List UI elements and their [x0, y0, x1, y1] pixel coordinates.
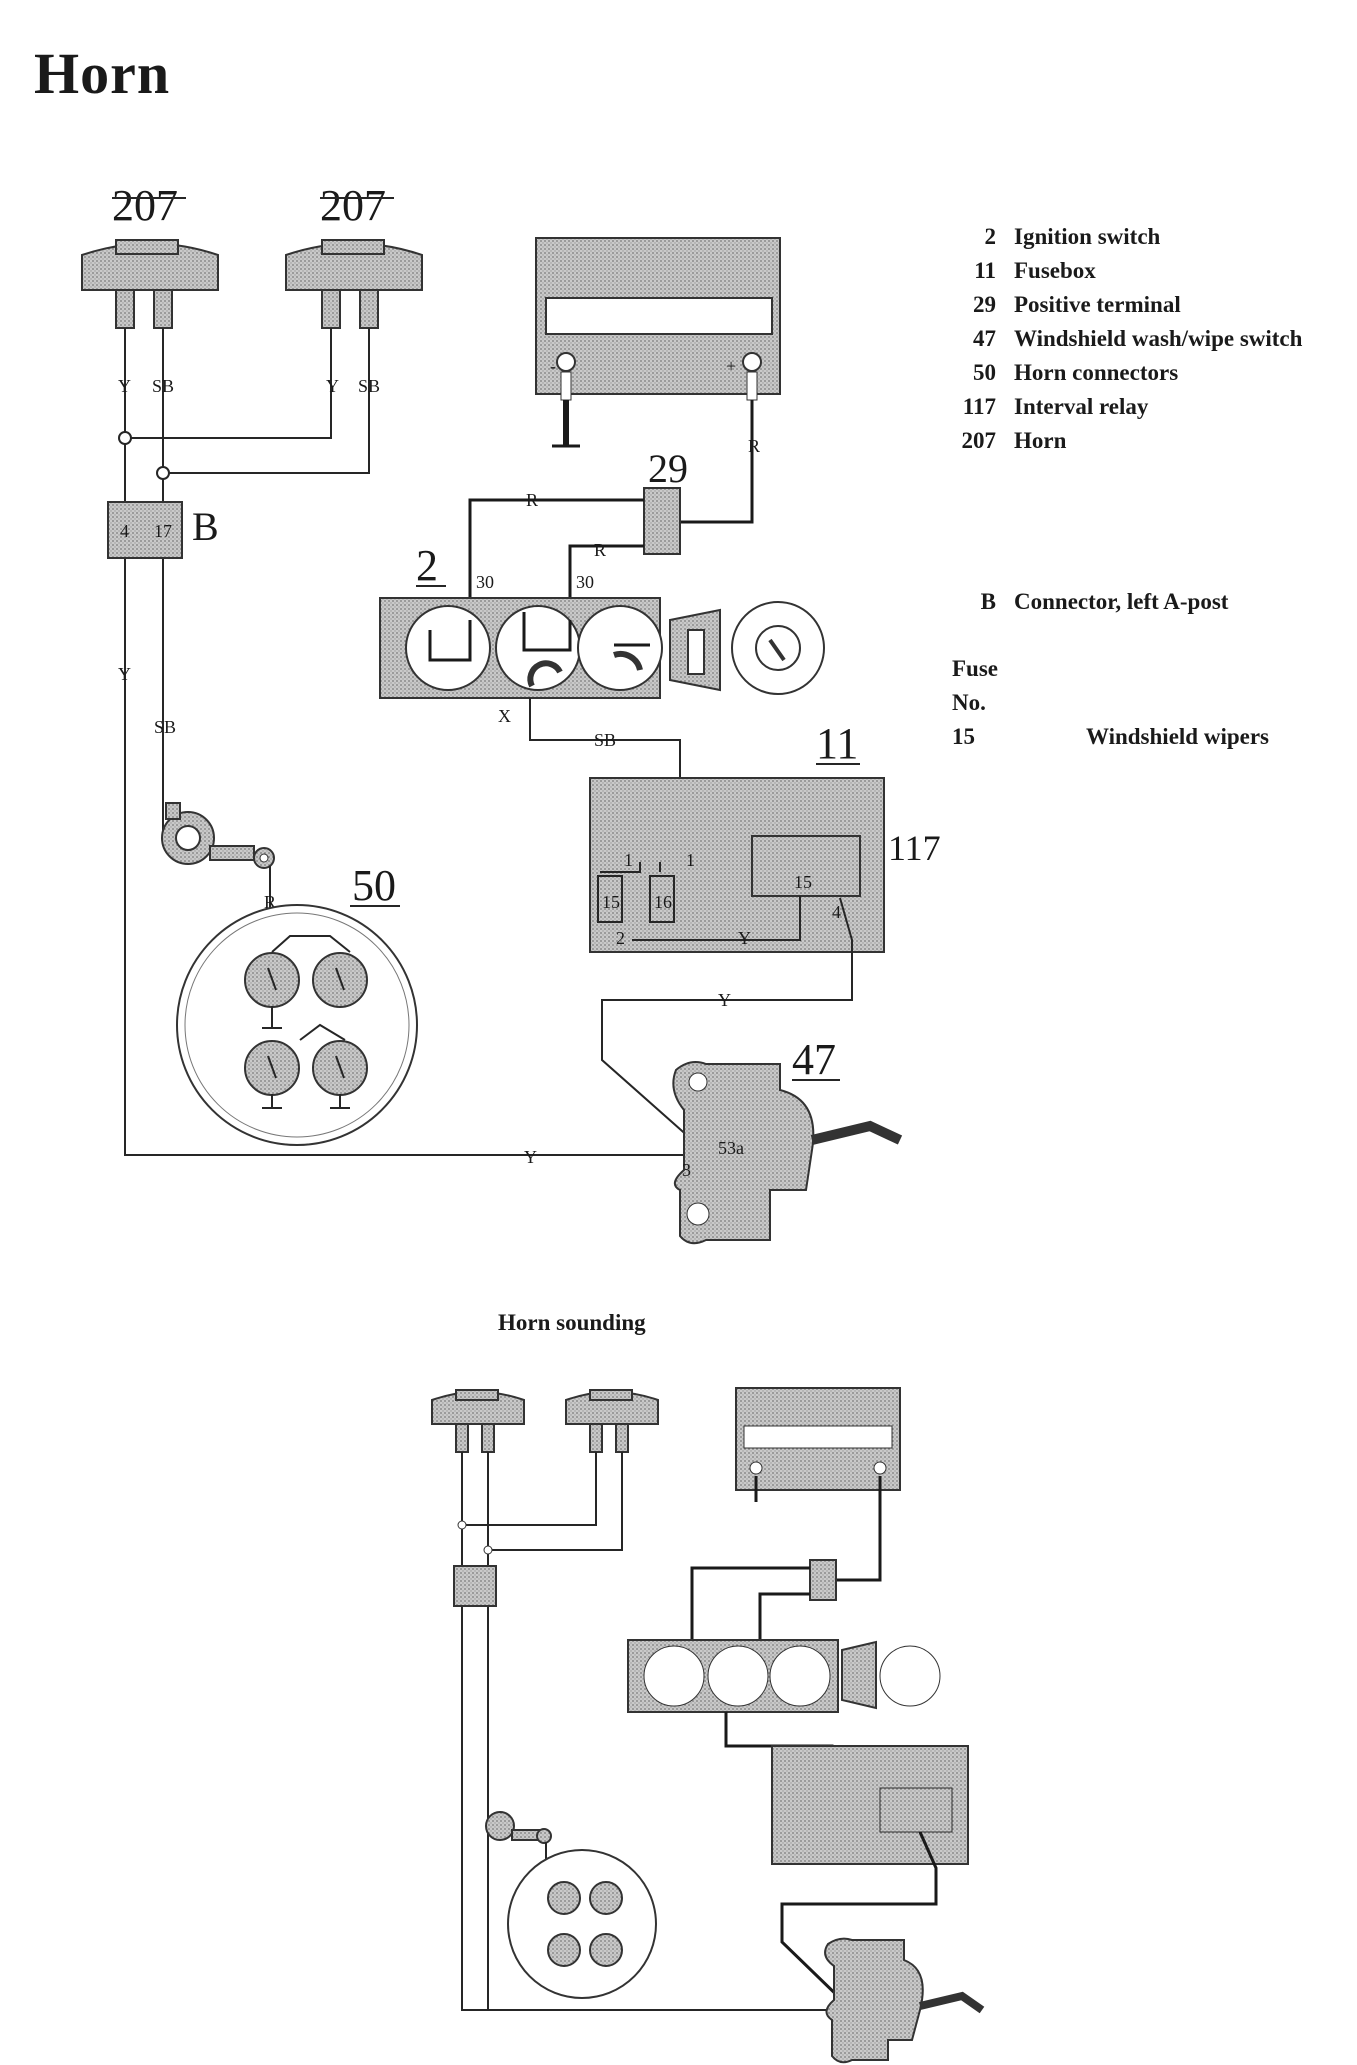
legend-num: 47	[973, 326, 996, 351]
connector-b	[107, 501, 183, 559]
fuse-pin: 1	[624, 850, 633, 870]
horn-207-left	[81, 239, 219, 329]
fuse-pin: 1	[686, 850, 695, 870]
relay-pin: 15	[794, 872, 812, 892]
fusebox-11-label: 11	[816, 719, 858, 768]
ignition-switch-2	[379, 597, 825, 699]
terminal-x: X	[498, 706, 511, 726]
horn-207-right	[285, 239, 423, 329]
pin-label: 4	[120, 521, 129, 541]
wire-label-r: R	[748, 436, 760, 456]
horn-207-left-label: 207	[112, 181, 178, 230]
pin-label: 17	[154, 521, 172, 541]
legend-label: Horn	[1014, 428, 1067, 453]
legend-label: Horn connectors	[1014, 360, 1179, 385]
wire-y-horn2	[125, 328, 332, 439]
wire-label-sb: SB	[358, 376, 380, 396]
legend-label: Ignition switch	[1014, 224, 1161, 249]
wire-label-y: Y	[118, 376, 131, 396]
terminal-30: 30	[576, 572, 594, 592]
wire-label-y: Y	[326, 376, 339, 396]
legend-label: Fusebox	[1014, 258, 1096, 283]
legend-num: 11	[974, 258, 996, 283]
fusebox-11	[589, 777, 885, 953]
switch-47-label: 47	[792, 1035, 836, 1084]
fuse-pin: 15	[602, 892, 620, 912]
connector-label: Connector, left A-post	[1014, 589, 1229, 614]
junction-dot	[156, 466, 170, 480]
junction-dot	[118, 431, 132, 445]
battery	[535, 237, 781, 401]
wire-label-sb: SB	[594, 730, 616, 750]
horn-207-right-label: 207	[320, 181, 386, 230]
legend-label: Positive terminal	[1014, 292, 1181, 317]
wire-r-battery	[680, 400, 754, 524]
fuse-heading-1: Fuse	[952, 656, 998, 681]
wire-label-y: Y	[524, 1147, 537, 1167]
connector-num: B	[980, 589, 996, 614]
wire-r-30b	[568, 544, 644, 598]
fuse-heading-2: No.	[952, 690, 986, 715]
relay-pin: 4	[832, 902, 841, 922]
page-title: Horn	[34, 41, 171, 106]
wire-label-sb: SB	[152, 376, 174, 396]
wire-y-fuse	[632, 896, 801, 941]
battery-plus: +	[726, 356, 736, 376]
fuse-pin: 16	[654, 892, 672, 912]
legend-num: 117	[962, 394, 996, 419]
terminal-3: 3	[682, 1160, 691, 1180]
fuse-pin: 2	[616, 928, 625, 948]
positive-terminal-29-label: 29	[648, 446, 688, 491]
wire-label-y: Y	[118, 664, 131, 684]
ignition-switch-2-label: 2	[416, 541, 438, 590]
positive-terminal-29	[643, 487, 681, 555]
legend-num: 2	[984, 224, 997, 249]
horn-connectors-50	[176, 904, 418, 1146]
fuse-label: Windshield wipers	[1086, 724, 1269, 749]
terminal-30: 30	[476, 572, 494, 592]
terminal-53a: 53a	[718, 1138, 744, 1158]
wire-label-r: R	[594, 540, 606, 560]
connector-b-label: B	[192, 504, 219, 549]
legend-label: Interval relay	[1014, 394, 1149, 419]
legend-num: 50	[973, 360, 996, 385]
battery-minus: -	[550, 356, 556, 376]
wire-r-30	[468, 498, 644, 598]
wire-y-horn	[124, 328, 690, 1156]
wire-sb-horn2	[163, 328, 370, 474]
wire-label-y: Y	[718, 990, 731, 1010]
legend-num: 207	[961, 428, 997, 453]
wash-wipe-switch-47	[672, 1061, 903, 1245]
legend-num: 29	[973, 292, 996, 317]
legend-label: Windshield wash/wipe switch	[1014, 326, 1303, 351]
section-title: Horn sounding	[498, 1310, 646, 1335]
wire-y-relay	[601, 897, 853, 1139]
wire-label-r: R	[526, 490, 538, 510]
wire-label-y: Y	[738, 928, 751, 948]
interval-relay-117-label: 117	[888, 828, 941, 868]
horn-connectors-50-label: 50	[352, 861, 396, 910]
horn-button	[161, 802, 275, 869]
wire-label-sb: SB	[154, 717, 176, 737]
fuse-num: 15	[952, 724, 975, 749]
horn-sounding-diagram	[431, 1387, 985, 2064]
